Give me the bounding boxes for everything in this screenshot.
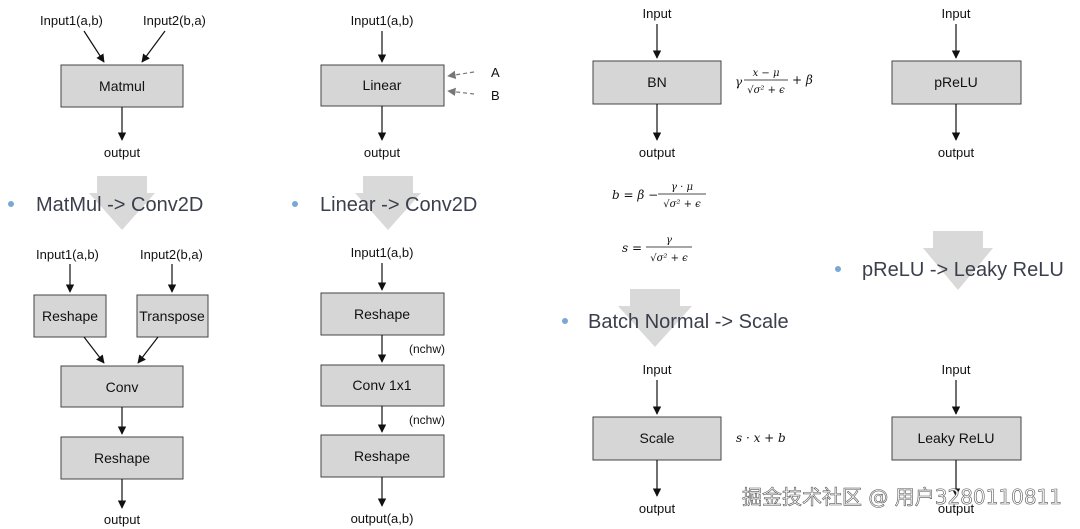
reshape-node (33, 294, 107, 338)
bn-output-label: output (639, 145, 676, 160)
panel-prelu: Input pReLU output pReLU -> Leaky ReLU I… (835, 6, 1064, 516)
reshape-node-label: Reshape (42, 308, 98, 324)
conv-node-label: Conv (106, 379, 139, 395)
leaky-relu-node-label: Leaky ReLU (917, 430, 994, 446)
reshape2-node-label: Reshape (94, 450, 150, 466)
linear-reshape-node (320, 292, 445, 336)
panel-matmul: Input1(a,b) Input2(b,a) Matmul output Ma… (8, 13, 209, 527)
bn-formula-beta: + β (792, 73, 813, 87)
bullet-dot (835, 266, 841, 272)
scale-node (592, 416, 722, 461)
scale-input-label: Input (643, 362, 672, 377)
prelu-node (891, 60, 1022, 105)
conv1x1-label: Conv 1x1 (352, 377, 411, 393)
linear-input-label: Input1(a,b) (351, 13, 414, 28)
bullet-dot (292, 201, 298, 207)
linear-node (320, 64, 445, 107)
matmul-bullet: MatMul -> Conv2D (36, 194, 203, 216)
scale-formula: s · x + b (736, 431, 786, 445)
bn-input-label: Input (643, 6, 672, 21)
matmul-output-label: output (104, 145, 141, 160)
transform-arrow (923, 231, 993, 290)
transpose-node (136, 294, 209, 338)
bullet-dot (8, 201, 14, 207)
transform-arrow (618, 289, 692, 347)
watermark: 掘金技术社区 @ 用户3280110811 (742, 485, 1062, 509)
formula-b: b = β − γ · μ √σ² + ϵ (612, 182, 706, 210)
transform-arrow (355, 176, 421, 230)
bn-node (592, 60, 722, 105)
matmul-node-label: Matmul (99, 78, 145, 94)
linear-b-output-label: output(a,b) (351, 511, 414, 526)
linear-reshape2-label: Reshape (354, 448, 410, 464)
formula-b-numerator: γ · μ (671, 182, 693, 193)
formula-b-lhs: b = β − (612, 188, 658, 202)
matmul-input2-label: Input2(b,a) (143, 13, 206, 28)
leaky-relu-node (891, 416, 1022, 461)
prelu-node-label: pReLU (934, 74, 978, 90)
matmul-b-input1-label: Input1(a,b) (36, 247, 99, 262)
formula-b-denominator: √σ² + ϵ (663, 199, 701, 210)
bn-formula-gamma: γ (735, 75, 743, 89)
formula-s-numerator: γ (666, 235, 672, 246)
reshape2-node (60, 436, 184, 480)
leaky-output-label: output (938, 501, 975, 516)
weight-a-label: A (491, 65, 500, 80)
matmul-input1-label: Input1(a,b) (40, 13, 103, 28)
leaky-input-label: Input (942, 362, 971, 377)
matmul-b-input2-label: Input2(b,a) (140, 247, 203, 262)
linear-output-label: output (364, 145, 401, 160)
panel-linear: Input1(a,b) Linear A B output Linear -> … (292, 13, 500, 526)
bn-formula-denominator: √σ² + ϵ (747, 85, 785, 96)
transform-arrow (89, 176, 155, 230)
linear-node-label: Linear (363, 77, 402, 93)
linear-reshape-label: Reshape (354, 306, 410, 322)
conv1x1-node (320, 364, 445, 407)
prelu-output-label: output (938, 145, 975, 160)
bn-node-label: BN (647, 74, 666, 90)
matmul-node (60, 64, 184, 108)
bn-formula-numerator: x − μ (753, 68, 780, 79)
bn-formula: γ x − μ √σ² + ϵ + β (735, 68, 813, 96)
bullet-dot (562, 318, 568, 324)
nchw-label-2: (nchw) (409, 413, 445, 427)
linear-bullet: Linear -> Conv2D (320, 194, 477, 216)
formula-s: s = γ √σ² + ϵ (622, 235, 692, 264)
scale-node-label: Scale (639, 430, 674, 446)
prelu-input-label: Input (942, 6, 971, 21)
nchw-label-1: (nchw) (409, 342, 445, 356)
panel-bn: Input BN γ x − μ √σ² + ϵ + β output b = … (562, 6, 813, 516)
bn-bullet: Batch Normal -> Scale (588, 311, 789, 333)
formula-s-denominator: √σ² + ϵ (650, 253, 688, 264)
matmul-b-output-label: output (104, 512, 141, 527)
formula-s-lhs: s = (622, 241, 642, 255)
linear-reshape2-node (320, 434, 445, 478)
linear-b-input-label: Input1(a,b) (351, 245, 414, 260)
weight-b-label: B (491, 88, 500, 103)
scale-output-label: output (639, 501, 676, 516)
conv-node (60, 365, 184, 408)
prelu-bullet: pReLU -> Leaky ReLU (862, 259, 1064, 281)
transpose-node-label: Transpose (139, 308, 205, 324)
